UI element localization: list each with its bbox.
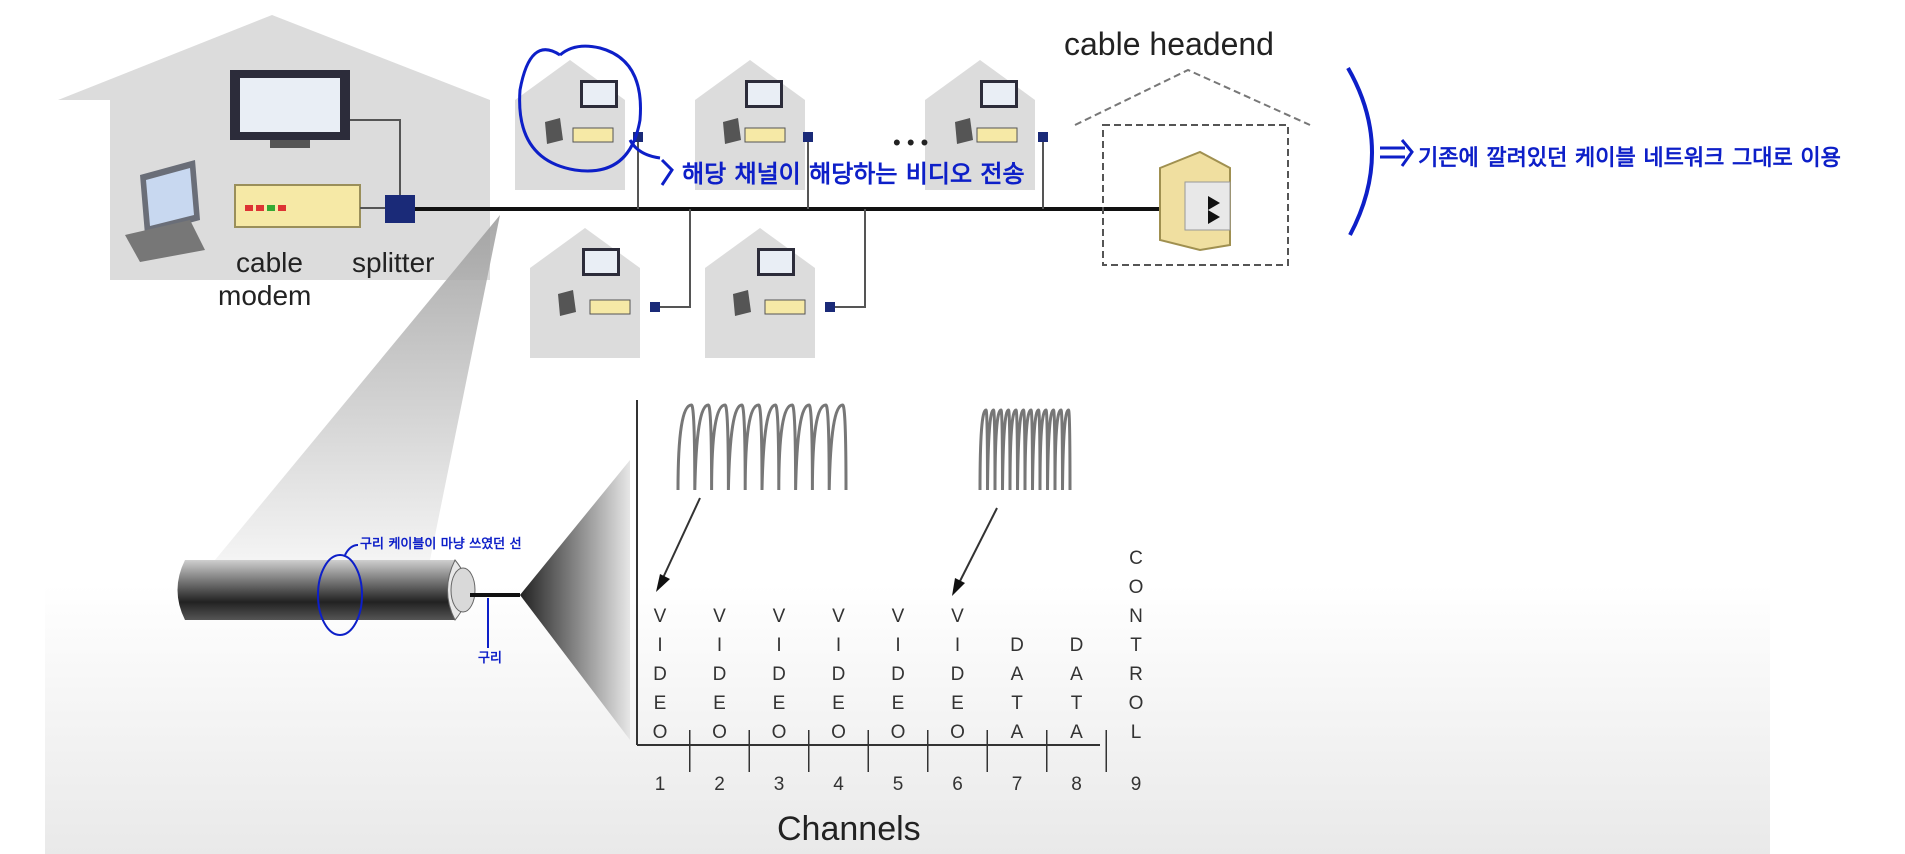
channel-6-letter: E <box>951 693 964 714</box>
arrow-wave-to-channel-1 <box>656 497 701 592</box>
channel-number-8: 8 <box>1071 774 1082 795</box>
annotation-circle-insulation <box>317 554 363 636</box>
channel-5-letter: E <box>892 693 905 714</box>
channel-number-9: 9 <box>1131 774 1142 795</box>
house-bottom-2 <box>705 228 835 358</box>
channel-9-letter: C <box>1129 548 1143 569</box>
annotation-arrow-2 <box>1380 139 1414 167</box>
annotation-bracket-1 <box>660 158 674 186</box>
modem-label: modem <box>218 280 311 311</box>
channel-5-letter: V <box>892 606 905 627</box>
channel-1-letter: O <box>653 722 668 743</box>
channel-6-letter: V <box>951 606 964 627</box>
cable-headend <box>1074 68 1311 266</box>
house-top-2 <box>695 60 813 190</box>
cable-modem-icon <box>234 184 361 228</box>
arrow-wave-to-channel-6 <box>952 507 998 596</box>
channel-number-1: 1 <box>655 774 666 795</box>
channel-4-letter: D <box>832 664 846 685</box>
channel-7-letter: D <box>1010 635 1024 656</box>
main-house <box>58 15 490 280</box>
channel-3-letter: V <box>773 606 786 627</box>
channel-9-letter: N <box>1129 606 1143 627</box>
annotation-arrow-1 <box>628 139 661 160</box>
waveform-high-frequency <box>978 408 1072 491</box>
channel-2-letter: I <box>717 635 722 656</box>
channel-9-letter: T <box>1130 635 1142 656</box>
annotation-video-transfer: 해당 채널이 해당하는 비디오 전송 <box>682 160 1025 188</box>
channel-9-letter: L <box>1131 722 1142 743</box>
channel-4-letter: I <box>836 635 841 656</box>
channel-3-letter: D <box>772 664 786 685</box>
channel-7-letter: T <box>1011 693 1023 714</box>
annotation-copper: 구리 <box>478 650 502 666</box>
channel-6-letter: D <box>951 664 965 685</box>
waveform-low-frequency <box>676 403 848 491</box>
channel-number-4: 4 <box>833 774 844 795</box>
ellipsis-label: • • • <box>893 130 928 155</box>
annotation-existing-cable: 기존에 깔려있던 케이블 네트워크 그대로 이용 <box>1418 146 1841 171</box>
channel-5-letter: D <box>891 664 905 685</box>
channel-2-letter: E <box>713 693 726 714</box>
channel-4-letter: E <box>832 693 845 714</box>
channel-5-letter: O <box>891 722 906 743</box>
coax-cable-illustration <box>177 559 520 621</box>
channel-number-2: 2 <box>714 774 725 795</box>
channel-number-6: 6 <box>952 774 963 795</box>
channel-ticks <box>689 730 1107 772</box>
channel-3-letter: E <box>773 693 786 714</box>
channel-1-letter: E <box>654 693 667 714</box>
cable-label: cable <box>236 247 303 278</box>
channel-8-letter: T <box>1071 693 1083 714</box>
channel-1-letter: I <box>657 635 662 656</box>
channel-2-letter: O <box>712 722 727 743</box>
channel-3-letter: O <box>772 722 787 743</box>
channel-4-letter: O <box>831 722 846 743</box>
channel-8-letter: A <box>1070 664 1083 685</box>
channel-2-letter: D <box>713 664 727 685</box>
channels-axis-label: Channels <box>777 810 921 848</box>
splitter-label: splitter <box>352 247 434 278</box>
background-band <box>45 585 1770 854</box>
channel-8-letter: D <box>1070 635 1084 656</box>
house-top-1 <box>515 60 643 190</box>
splitter-icon <box>385 195 415 223</box>
channel-9-letter: O <box>1129 577 1144 598</box>
channel-9-letter: R <box>1129 664 1143 685</box>
channel-number-5: 5 <box>893 774 904 795</box>
annotation-circle-house <box>518 44 642 173</box>
channel-4-letter: V <box>832 606 845 627</box>
channel-columns: VIDEO1VIDEO2VIDEO3VIDEO4VIDEO5VIDEO6DATA… <box>653 548 1144 795</box>
zoom-cone <box>215 215 500 560</box>
channel-8-letter: A <box>1070 722 1083 743</box>
annotation-copper-wire: 구리 케이블이 마냥 쓰였던 선 <box>360 536 522 552</box>
house-top-3 <box>925 60 1048 190</box>
channel-3-letter: I <box>776 635 781 656</box>
channel-1-letter: V <box>654 606 667 627</box>
channel-9-letter: O <box>1129 693 1144 714</box>
channel-2-letter: V <box>713 606 726 627</box>
channel-number-7: 7 <box>1012 774 1023 795</box>
house-bottom-1 <box>530 228 660 358</box>
annotation-brace-headend <box>1346 67 1374 236</box>
cable-headend-label: cable headend <box>1064 26 1274 62</box>
channel-1-letter: D <box>653 664 667 685</box>
channel-6-letter: O <box>950 722 965 743</box>
channel-5-letter: I <box>895 635 900 656</box>
channel-7-letter: A <box>1011 664 1024 685</box>
channel-7-letter: A <box>1011 722 1024 743</box>
computer-icon <box>125 160 205 262</box>
channel-number-3: 3 <box>774 774 785 795</box>
spectrum-fan <box>520 460 630 740</box>
channel-6-letter: I <box>955 635 960 656</box>
